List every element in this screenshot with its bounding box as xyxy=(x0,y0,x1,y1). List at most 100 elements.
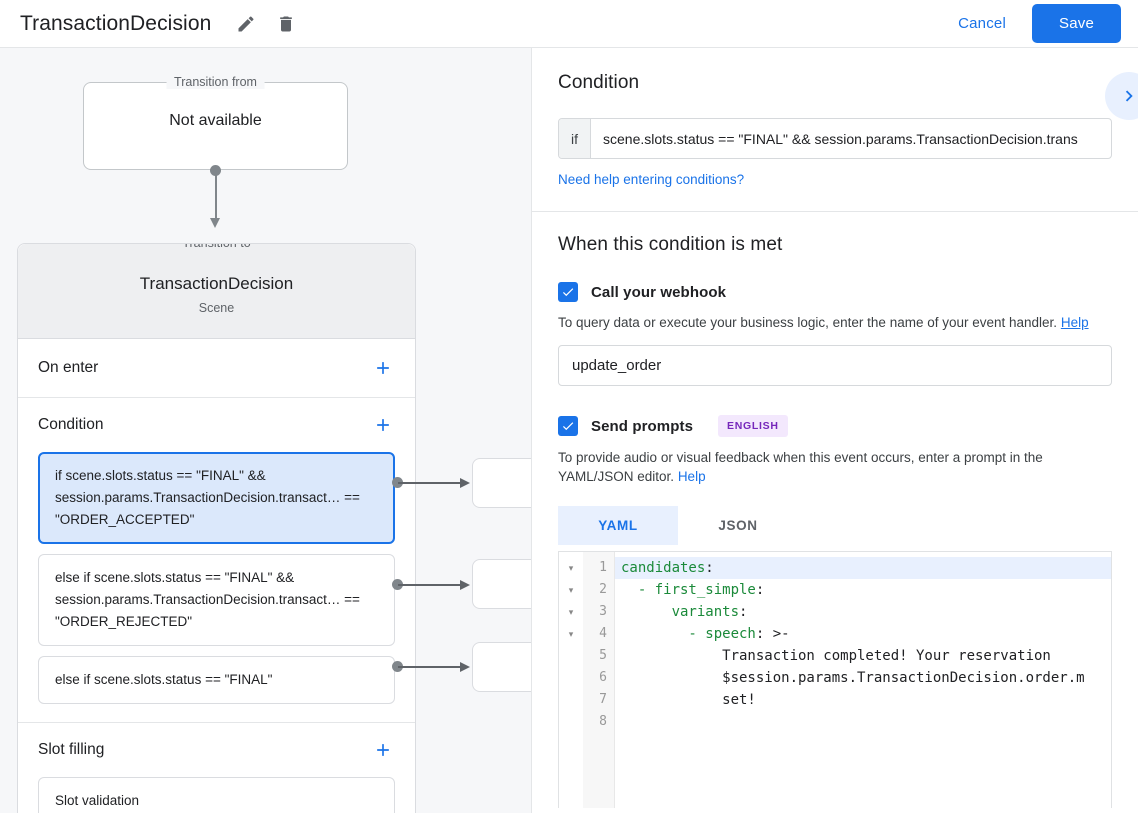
save-button[interactable]: Save xyxy=(1032,4,1121,43)
add-slot-filling-button[interactable] xyxy=(371,738,395,762)
check-icon xyxy=(561,419,575,433)
pencil-icon xyxy=(236,14,256,34)
scene-name: TransactionDecision xyxy=(139,274,294,293)
send-prompts-help-link[interactable]: Help xyxy=(677,469,706,484)
cancel-button[interactable]: Cancel xyxy=(944,6,1020,41)
condition-item-2[interactable]: else if scene.slots.status == "FINAL" xyxy=(38,656,395,704)
fold-spacer xyxy=(559,711,583,733)
connector-line xyxy=(215,170,217,222)
transition-from-legend: Transition from xyxy=(166,75,265,89)
call-webhook-label: Call your webhook xyxy=(591,283,727,301)
transition-to-box: Transition to TransactionDecision Scene xyxy=(18,244,415,339)
connector-arrow-icon xyxy=(210,218,220,228)
edge-target-box-2[interactable] xyxy=(472,642,531,692)
chevron-right-icon xyxy=(1118,85,1138,107)
call-webhook-help-text: To query data or execute your business l… xyxy=(558,313,1112,332)
call-webhook-help-link[interactable]: Help xyxy=(1060,315,1089,330)
condition-detail-panel: Condition if Need help entering conditio… xyxy=(531,48,1138,813)
section-on-enter: On enter xyxy=(18,339,415,398)
yaml-key-token: - speech xyxy=(621,626,756,642)
yaml-value-token: : xyxy=(739,604,748,620)
section-title-on-enter: On enter xyxy=(38,359,99,376)
line-number: 6 xyxy=(599,670,607,685)
fold-spacer xyxy=(559,667,583,689)
section-header: Condition xyxy=(38,398,395,452)
code-content[interactable]: candidates: - first_simple: variants: - … xyxy=(615,552,1111,808)
if-label: if xyxy=(559,119,591,158)
section-title-slot-filling: Slot filling xyxy=(38,741,105,758)
fold-toggle-icon[interactable]: ▾ xyxy=(568,629,574,639)
code-line[interactable]: variants: xyxy=(615,601,1111,623)
condition-expression-input[interactable] xyxy=(591,119,1111,158)
condition-section: Condition if Need help entering conditio… xyxy=(532,48,1138,212)
condition-item-0[interactable]: if scene.slots.status == "FINAL" && sess… xyxy=(38,452,395,544)
code-line[interactable] xyxy=(615,711,1111,733)
edge-dot-2 xyxy=(392,661,403,672)
send-prompts-help-text: To provide audio or visual feedback when… xyxy=(558,448,1112,486)
send-prompts-checkbox[interactable] xyxy=(558,416,578,436)
scene-graph-panel: Transition from Not available Transition… xyxy=(0,48,531,813)
condition-heading: Condition xyxy=(558,72,640,93)
call-webhook-help-copy: To query data or execute your business l… xyxy=(558,315,1058,330)
line-number: 5 xyxy=(599,648,607,663)
condition-help-link[interactable]: Need help entering conditions? xyxy=(558,172,745,187)
app-header: TransactionDecision Cancel Save xyxy=(0,0,1138,48)
edit-name-button[interactable] xyxy=(233,11,259,37)
call-webhook-block: Call your webhook To query data or execu… xyxy=(558,282,1112,386)
edge-target-box-1[interactable] xyxy=(472,559,531,609)
call-webhook-checkbox[interactable] xyxy=(558,282,578,302)
edge-dot-1 xyxy=(392,579,403,590)
edge-arrow-icon-1 xyxy=(460,579,470,590)
edge-line-1 xyxy=(398,584,462,586)
edge-line-2 xyxy=(398,666,462,668)
code-line[interactable]: candidates: xyxy=(615,557,1111,579)
header-actions: Cancel Save xyxy=(944,4,1138,43)
code-line[interactable]: - speech: >- xyxy=(615,623,1111,645)
yaml-value-token: : xyxy=(705,560,714,576)
fold-toggle-icon[interactable]: ▾ xyxy=(568,563,574,573)
check-icon xyxy=(561,285,575,299)
line-number: 3 xyxy=(599,604,607,619)
trash-icon xyxy=(276,14,296,34)
send-prompts-help-copy: To provide audio or visual feedback when… xyxy=(558,450,1043,484)
fold-gutter: ▾ ▾ ▾ ▾ xyxy=(559,552,583,808)
edge-line-0 xyxy=(398,482,462,484)
line-number: 1 xyxy=(599,560,607,575)
edge-dot-0 xyxy=(392,477,403,488)
language-badge: ENGLISH xyxy=(718,415,788,437)
send-prompts-label: Send prompts xyxy=(591,417,694,435)
add-condition-button[interactable] xyxy=(371,413,395,437)
edge-target-box-0[interactable] xyxy=(472,458,531,508)
fold-spacer xyxy=(559,689,583,711)
delete-button[interactable] xyxy=(273,11,299,37)
section-header: Slot filling xyxy=(38,723,395,777)
editor-tabs: YAML JSON xyxy=(558,506,1112,545)
fold-spacer xyxy=(559,645,583,667)
yaml-key-token: candidates xyxy=(621,560,706,576)
tab-json[interactable]: JSON xyxy=(678,506,798,545)
tab-yaml[interactable]: YAML xyxy=(558,506,678,545)
fold-toggle-icon[interactable]: ▾ xyxy=(568,607,574,617)
fold-toggle-icon[interactable]: ▾ xyxy=(568,585,574,595)
page-title: TransactionDecision xyxy=(20,11,212,35)
code-line[interactable]: set! xyxy=(615,689,1111,711)
collapse-panel-button[interactable] xyxy=(1105,72,1138,120)
code-line[interactable]: Transaction completed! Your reservation xyxy=(615,645,1111,667)
transition-from-box: Transition from Not available xyxy=(83,75,348,170)
section-slot-filling: Slot filling Slot validation xyxy=(18,723,415,813)
send-prompts-row: Send prompts ENGLISH xyxy=(558,415,1112,437)
transition-to-legend: Transition to xyxy=(174,244,259,250)
add-on-enter-button[interactable] xyxy=(371,356,395,380)
code-line[interactable]: - first_simple: xyxy=(615,579,1111,601)
section-condition: Condition if scene.slots.status == "FINA… xyxy=(18,398,415,723)
webhook-handler-input[interactable] xyxy=(558,345,1112,386)
line-number: 8 xyxy=(599,714,607,729)
condition-item-1[interactable]: else if scene.slots.status == "FINAL" &&… xyxy=(38,554,395,646)
slot-validation-item[interactable]: Slot validation xyxy=(38,777,395,813)
plus-icon xyxy=(373,740,393,760)
code-line[interactable]: $session.params.TransactionDecision.orde… xyxy=(615,667,1111,689)
yaml-key-token: variants xyxy=(621,604,740,620)
line-number: 2 xyxy=(599,582,607,597)
